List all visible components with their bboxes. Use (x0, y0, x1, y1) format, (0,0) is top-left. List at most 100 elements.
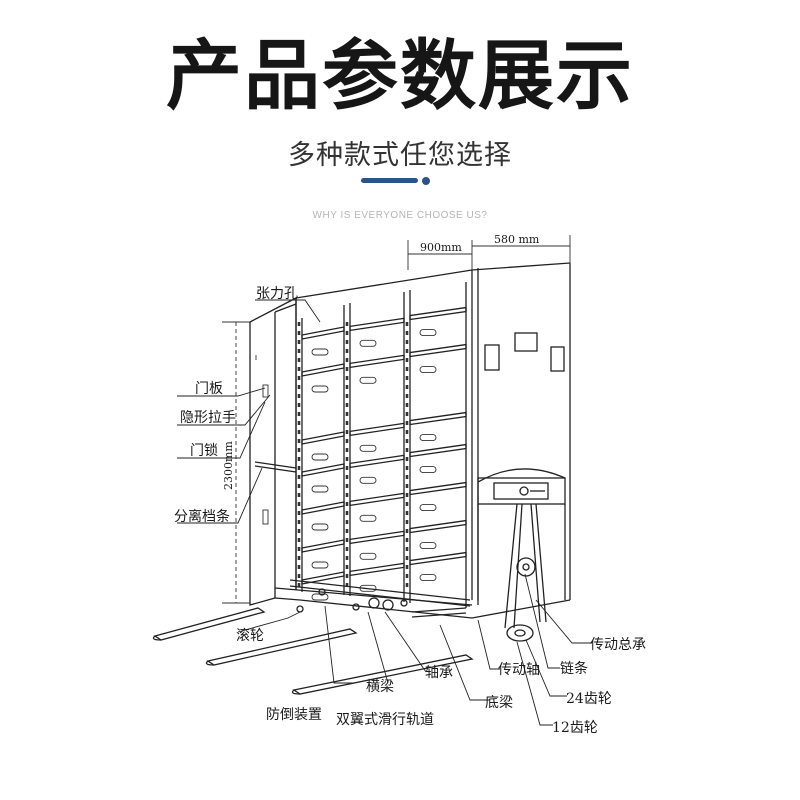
tension-hole (405, 367, 409, 371)
tension-hole (345, 385, 349, 389)
tension-hole (405, 520, 409, 524)
tension-hole (297, 331, 301, 335)
tension-hole (297, 574, 301, 578)
shelf-divider (419, 434, 437, 442)
tension-hole (345, 466, 349, 470)
label-gear-12: 12齿轮 (552, 720, 598, 736)
tension-hole (405, 331, 409, 335)
tension-hole (345, 412, 349, 416)
label-door-lock: 门锁 (190, 443, 218, 459)
accent-dot (422, 177, 430, 185)
tension-hole (297, 538, 301, 542)
tension-hole (345, 547, 349, 551)
tension-hole (345, 511, 349, 515)
shelf-board (301, 431, 345, 445)
tension-hole (405, 583, 409, 587)
tension-hole (405, 511, 409, 515)
tension-hole (297, 358, 301, 362)
tension-hole (405, 574, 409, 578)
tension-hole (345, 376, 349, 380)
page-title: 产品参数展示 (166, 31, 634, 120)
tension-hole (405, 376, 409, 380)
shelf-board (409, 443, 467, 458)
shelf-board (349, 530, 405, 545)
label-anti-tip: 防倒装置 (266, 707, 322, 723)
shelf-divider (311, 385, 329, 393)
tension-hole (405, 421, 409, 425)
tension-hole (405, 385, 409, 389)
tension-hole (297, 547, 301, 551)
shelf-board (301, 571, 345, 585)
floor-rails (152, 607, 474, 695)
label-drive-shaft: 传动轴 (498, 662, 540, 678)
tension-hole (345, 556, 349, 560)
label-roller: 滚轮 (236, 627, 264, 644)
label-bearing: 轴承 (425, 665, 453, 681)
tension-hole (297, 421, 301, 425)
tension-hole (405, 556, 409, 560)
tension-hole (345, 484, 349, 488)
shelf-divider (311, 485, 329, 493)
tension-holes (297, 322, 409, 587)
tension-hole (297, 493, 301, 497)
tension-hole (405, 484, 409, 488)
tension-hole (297, 457, 301, 461)
tension-hole (345, 331, 349, 335)
tension-hole (345, 448, 349, 452)
shelf-divider (419, 574, 437, 582)
shelf-board (301, 363, 345, 377)
shelf-board (349, 492, 405, 507)
shelf-board (409, 306, 467, 321)
tension-hole (345, 367, 349, 371)
tension-hole (345, 349, 349, 353)
shelf-board (349, 454, 405, 469)
shelf-divider (419, 329, 437, 337)
shelf-divider (419, 366, 437, 374)
accent-bar (361, 178, 418, 183)
shelf-divider (311, 561, 329, 569)
shelf-board (301, 539, 345, 553)
dim-height: 2300mm (222, 441, 235, 490)
tension-hole (405, 448, 409, 452)
tension-hole (345, 502, 349, 506)
label-cross-beam: 横梁 (366, 679, 394, 695)
shelf-divider (311, 523, 329, 531)
tension-hole (345, 430, 349, 434)
tension-hole (297, 376, 301, 380)
tension-hole (297, 565, 301, 569)
tension-hole (297, 430, 301, 434)
tension-hole (297, 583, 301, 587)
shelf-board (349, 317, 405, 332)
tension-hole (297, 412, 301, 416)
shelf-board (301, 326, 345, 340)
page-subtitle: 多种款式任您选择 (288, 140, 512, 171)
tension-hole (345, 421, 349, 425)
shelf-divider (359, 376, 377, 384)
shelf-board (409, 481, 467, 496)
tension-hole (345, 538, 349, 542)
tension-hole (345, 529, 349, 533)
tension-hole (345, 520, 349, 524)
shelf-divider (359, 552, 377, 560)
label-bottom-beam: 底梁 (485, 695, 513, 711)
tension-hole (297, 466, 301, 470)
shelf-board (409, 411, 467, 426)
tension-hole (345, 475, 349, 479)
dimension-lines (222, 235, 571, 604)
shelf-board (349, 354, 405, 369)
shelf-board (349, 422, 405, 437)
tension-hole (297, 475, 301, 479)
label-hidden-handle: 隐形拉手 (180, 410, 236, 426)
tension-hole (297, 403, 301, 407)
tension-hole (405, 466, 409, 470)
tension-hole (405, 547, 409, 551)
tension-hole (297, 529, 301, 533)
tension-hole (405, 475, 409, 479)
shelf-divider (359, 514, 377, 522)
label-drive-assembly: 传动总承 (590, 637, 646, 653)
tension-hole (405, 457, 409, 461)
tension-hole (405, 358, 409, 362)
tension-hole (405, 502, 409, 506)
tension-hole (345, 403, 349, 407)
